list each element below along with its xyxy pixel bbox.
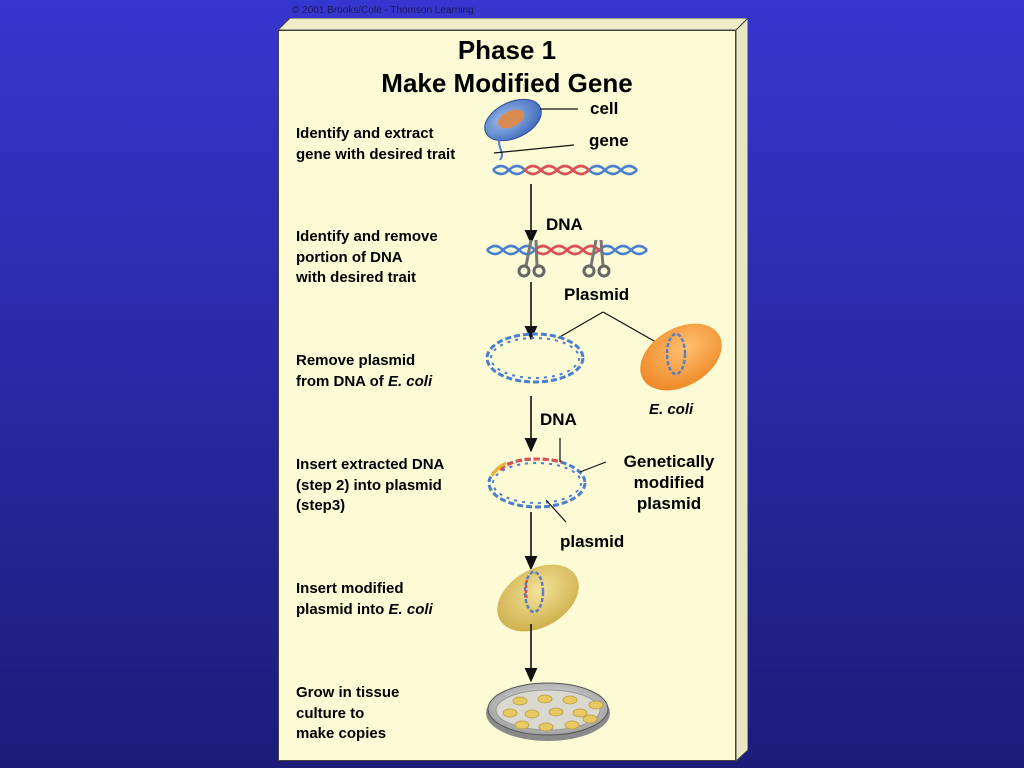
- modified-plasmid-ring: [487, 457, 587, 509]
- dna-label-1: DNA: [546, 215, 583, 234]
- scissors-icon: [582, 239, 611, 278]
- step-4-text: Insert extracted DNA(step 2) into plasmi…: [296, 456, 445, 514]
- title-line-2: Make Modified Gene: [381, 68, 633, 98]
- dna-label-2: DNA: [540, 410, 577, 429]
- petri-dish-icon: [486, 682, 610, 741]
- scissors-icon: [517, 239, 546, 278]
- dna-strand-1: [492, 164, 638, 176]
- dna-strand-2: [486, 244, 648, 256]
- ecoli-label: E. coli: [649, 401, 694, 418]
- plasmid-ring: [485, 332, 585, 384]
- cell-label: cell: [590, 99, 619, 118]
- modified-bacterium-icon: [497, 564, 579, 632]
- title-line-1: Phase 1: [457, 35, 557, 65]
- cell-icon: [484, 98, 542, 161]
- ecoli-bacterium-icon: [640, 323, 722, 391]
- copyright-notice: © 2001 Brooks/Cole - Thomson Learning: [292, 5, 474, 16]
- plasmid-label-2: plasmid: [560, 532, 625, 551]
- gene-label: gene: [589, 131, 629, 150]
- plasmid-label-1: Plasmid: [564, 285, 630, 304]
